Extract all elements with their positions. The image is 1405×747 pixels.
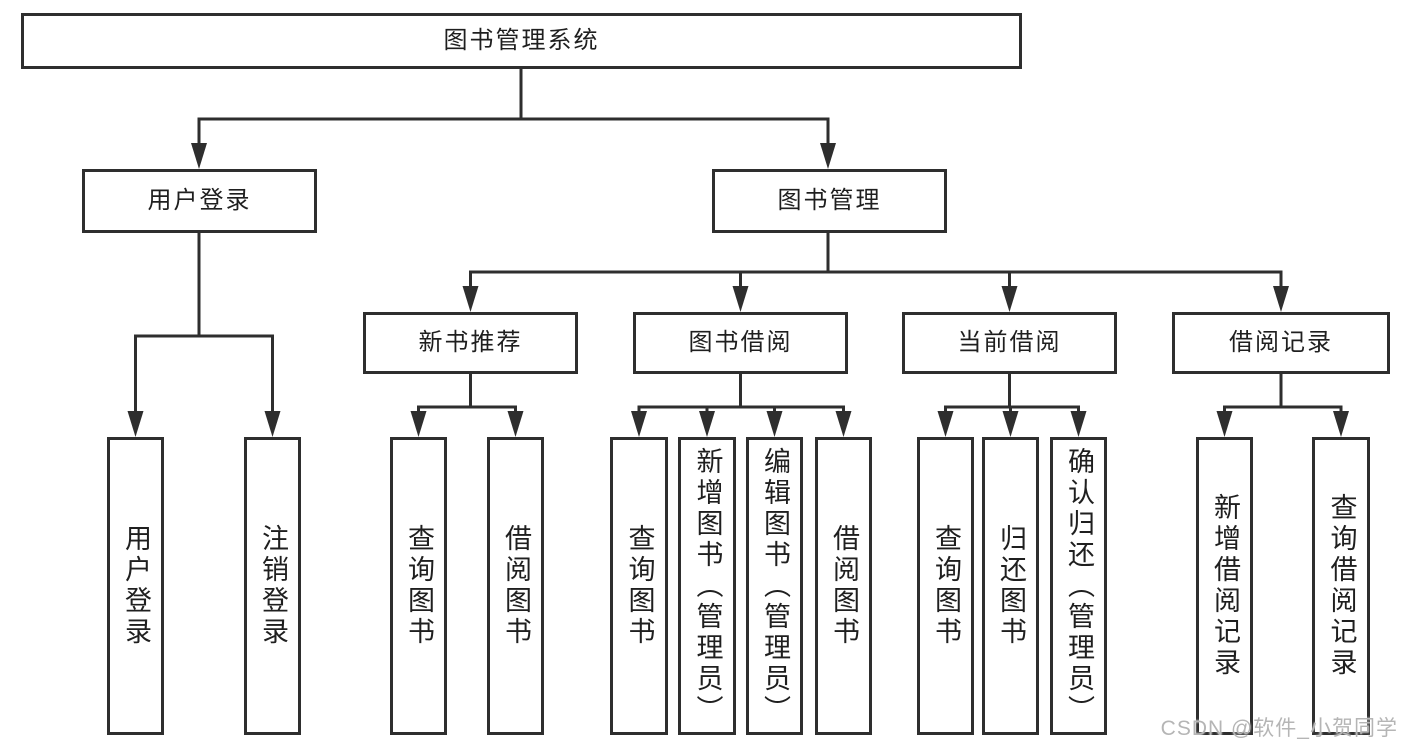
arrowhead-down-icon bbox=[1001, 286, 1018, 312]
arrowhead-down-icon bbox=[835, 411, 852, 437]
node-label-leaf-query-books-3: 查询图书 bbox=[931, 524, 961, 648]
arrowhead-down-icon bbox=[732, 286, 749, 312]
node-label-leaf-return-books: 归还图书 bbox=[996, 524, 1026, 648]
node-label-leaf-query-books-2: 查询图书 bbox=[624, 524, 655, 648]
node-leaf-query-books-3: 查询图书 bbox=[917, 437, 974, 735]
csdn-watermark: CSDN @软件_小贺同学 bbox=[1160, 717, 1398, 740]
arrowhead-down-icon bbox=[1216, 411, 1233, 437]
node-label-leaf-logout: 注销登录 bbox=[258, 524, 288, 648]
arrowhead-down-icon bbox=[410, 411, 427, 437]
arrowhead-down-icon bbox=[1333, 411, 1349, 437]
node-book-borrowing: 图书借阅 bbox=[633, 312, 848, 374]
arrowhead-down-icon bbox=[820, 143, 836, 169]
arrowhead-down-icon bbox=[462, 286, 479, 312]
node-leaf-query-books-1: 查询图书 bbox=[390, 437, 447, 735]
node-label-book-management: 图书管理 bbox=[777, 187, 882, 214]
node-borrowing-records: 借阅记录 bbox=[1172, 312, 1390, 374]
node-label-root: 图书管理系统 bbox=[443, 27, 600, 54]
node-label-leaf-query-books-1: 查询图书 bbox=[404, 524, 434, 648]
arrowhead-down-icon bbox=[191, 143, 207, 169]
arrowhead-down-icon bbox=[264, 411, 281, 437]
node-label-leaf-user-login: 用户登录 bbox=[121, 524, 151, 648]
node-leaf-add-books-admin: 新增图书（管理员） bbox=[678, 437, 736, 735]
node-book-management: 图书管理 bbox=[712, 169, 947, 233]
node-label-leaf-edit-books-admin: 编辑图书（管理员） bbox=[760, 446, 790, 726]
node-label-leaf-confirm-return-admin: 确认归还（管理员） bbox=[1064, 446, 1094, 726]
node-label-current-borrowing: 当前借阅 bbox=[957, 329, 1062, 356]
node-leaf-add-borrow-record: 新增借阅记录 bbox=[1196, 437, 1253, 735]
arrowhead-down-icon bbox=[1002, 411, 1019, 437]
node-leaf-logout: 注销登录 bbox=[244, 437, 301, 735]
node-leaf-borrow-books-1: 借阅图书 bbox=[487, 437, 544, 735]
node-label-leaf-query-borrow-record: 查询借阅记录 bbox=[1326, 493, 1357, 679]
node-label-new-book-recommendation: 新书推荐 bbox=[418, 329, 523, 356]
node-leaf-query-borrow-record: 查询借阅记录 bbox=[1312, 437, 1370, 735]
arrowhead-down-icon bbox=[631, 411, 647, 437]
node-leaf-user-login: 用户登录 bbox=[107, 437, 164, 735]
arrowhead-down-icon bbox=[127, 411, 144, 437]
arrowhead-down-icon bbox=[1273, 286, 1289, 312]
node-label-leaf-borrow-books-1: 借阅图书 bbox=[501, 524, 531, 648]
node-leaf-return-books: 归还图书 bbox=[982, 437, 1039, 735]
node-leaf-confirm-return-admin: 确认归还（管理员） bbox=[1050, 437, 1107, 735]
node-leaf-query-books-2: 查询图书 bbox=[610, 437, 668, 735]
node-root: 图书管理系统 bbox=[21, 13, 1022, 69]
arrowhead-down-icon bbox=[507, 411, 524, 437]
node-leaf-borrow-books-2: 借阅图书 bbox=[815, 437, 872, 735]
node-label-borrowing-records: 借阅记录 bbox=[1229, 329, 1333, 356]
node-user-login: 用户登录 bbox=[82, 169, 317, 233]
node-current-borrowing: 当前借阅 bbox=[902, 312, 1117, 374]
node-label-leaf-borrow-books-2: 借阅图书 bbox=[829, 524, 859, 648]
node-leaf-edit-books-admin: 编辑图书（管理员） bbox=[746, 437, 803, 735]
node-label-leaf-add-borrow-record: 新增借阅记录 bbox=[1210, 493, 1240, 679]
arrowhead-down-icon bbox=[766, 411, 783, 437]
arrowhead-down-icon bbox=[699, 411, 715, 437]
arrowhead-down-icon bbox=[937, 411, 954, 437]
node-label-book-borrowing: 图书借阅 bbox=[688, 329, 793, 356]
node-label-user-login: 用户登录 bbox=[147, 187, 252, 214]
node-label-leaf-add-books-admin: 新增图书（管理员） bbox=[692, 446, 723, 726]
node-new-book-recommendation: 新书推荐 bbox=[363, 312, 578, 374]
arrowhead-down-icon bbox=[1070, 411, 1087, 437]
